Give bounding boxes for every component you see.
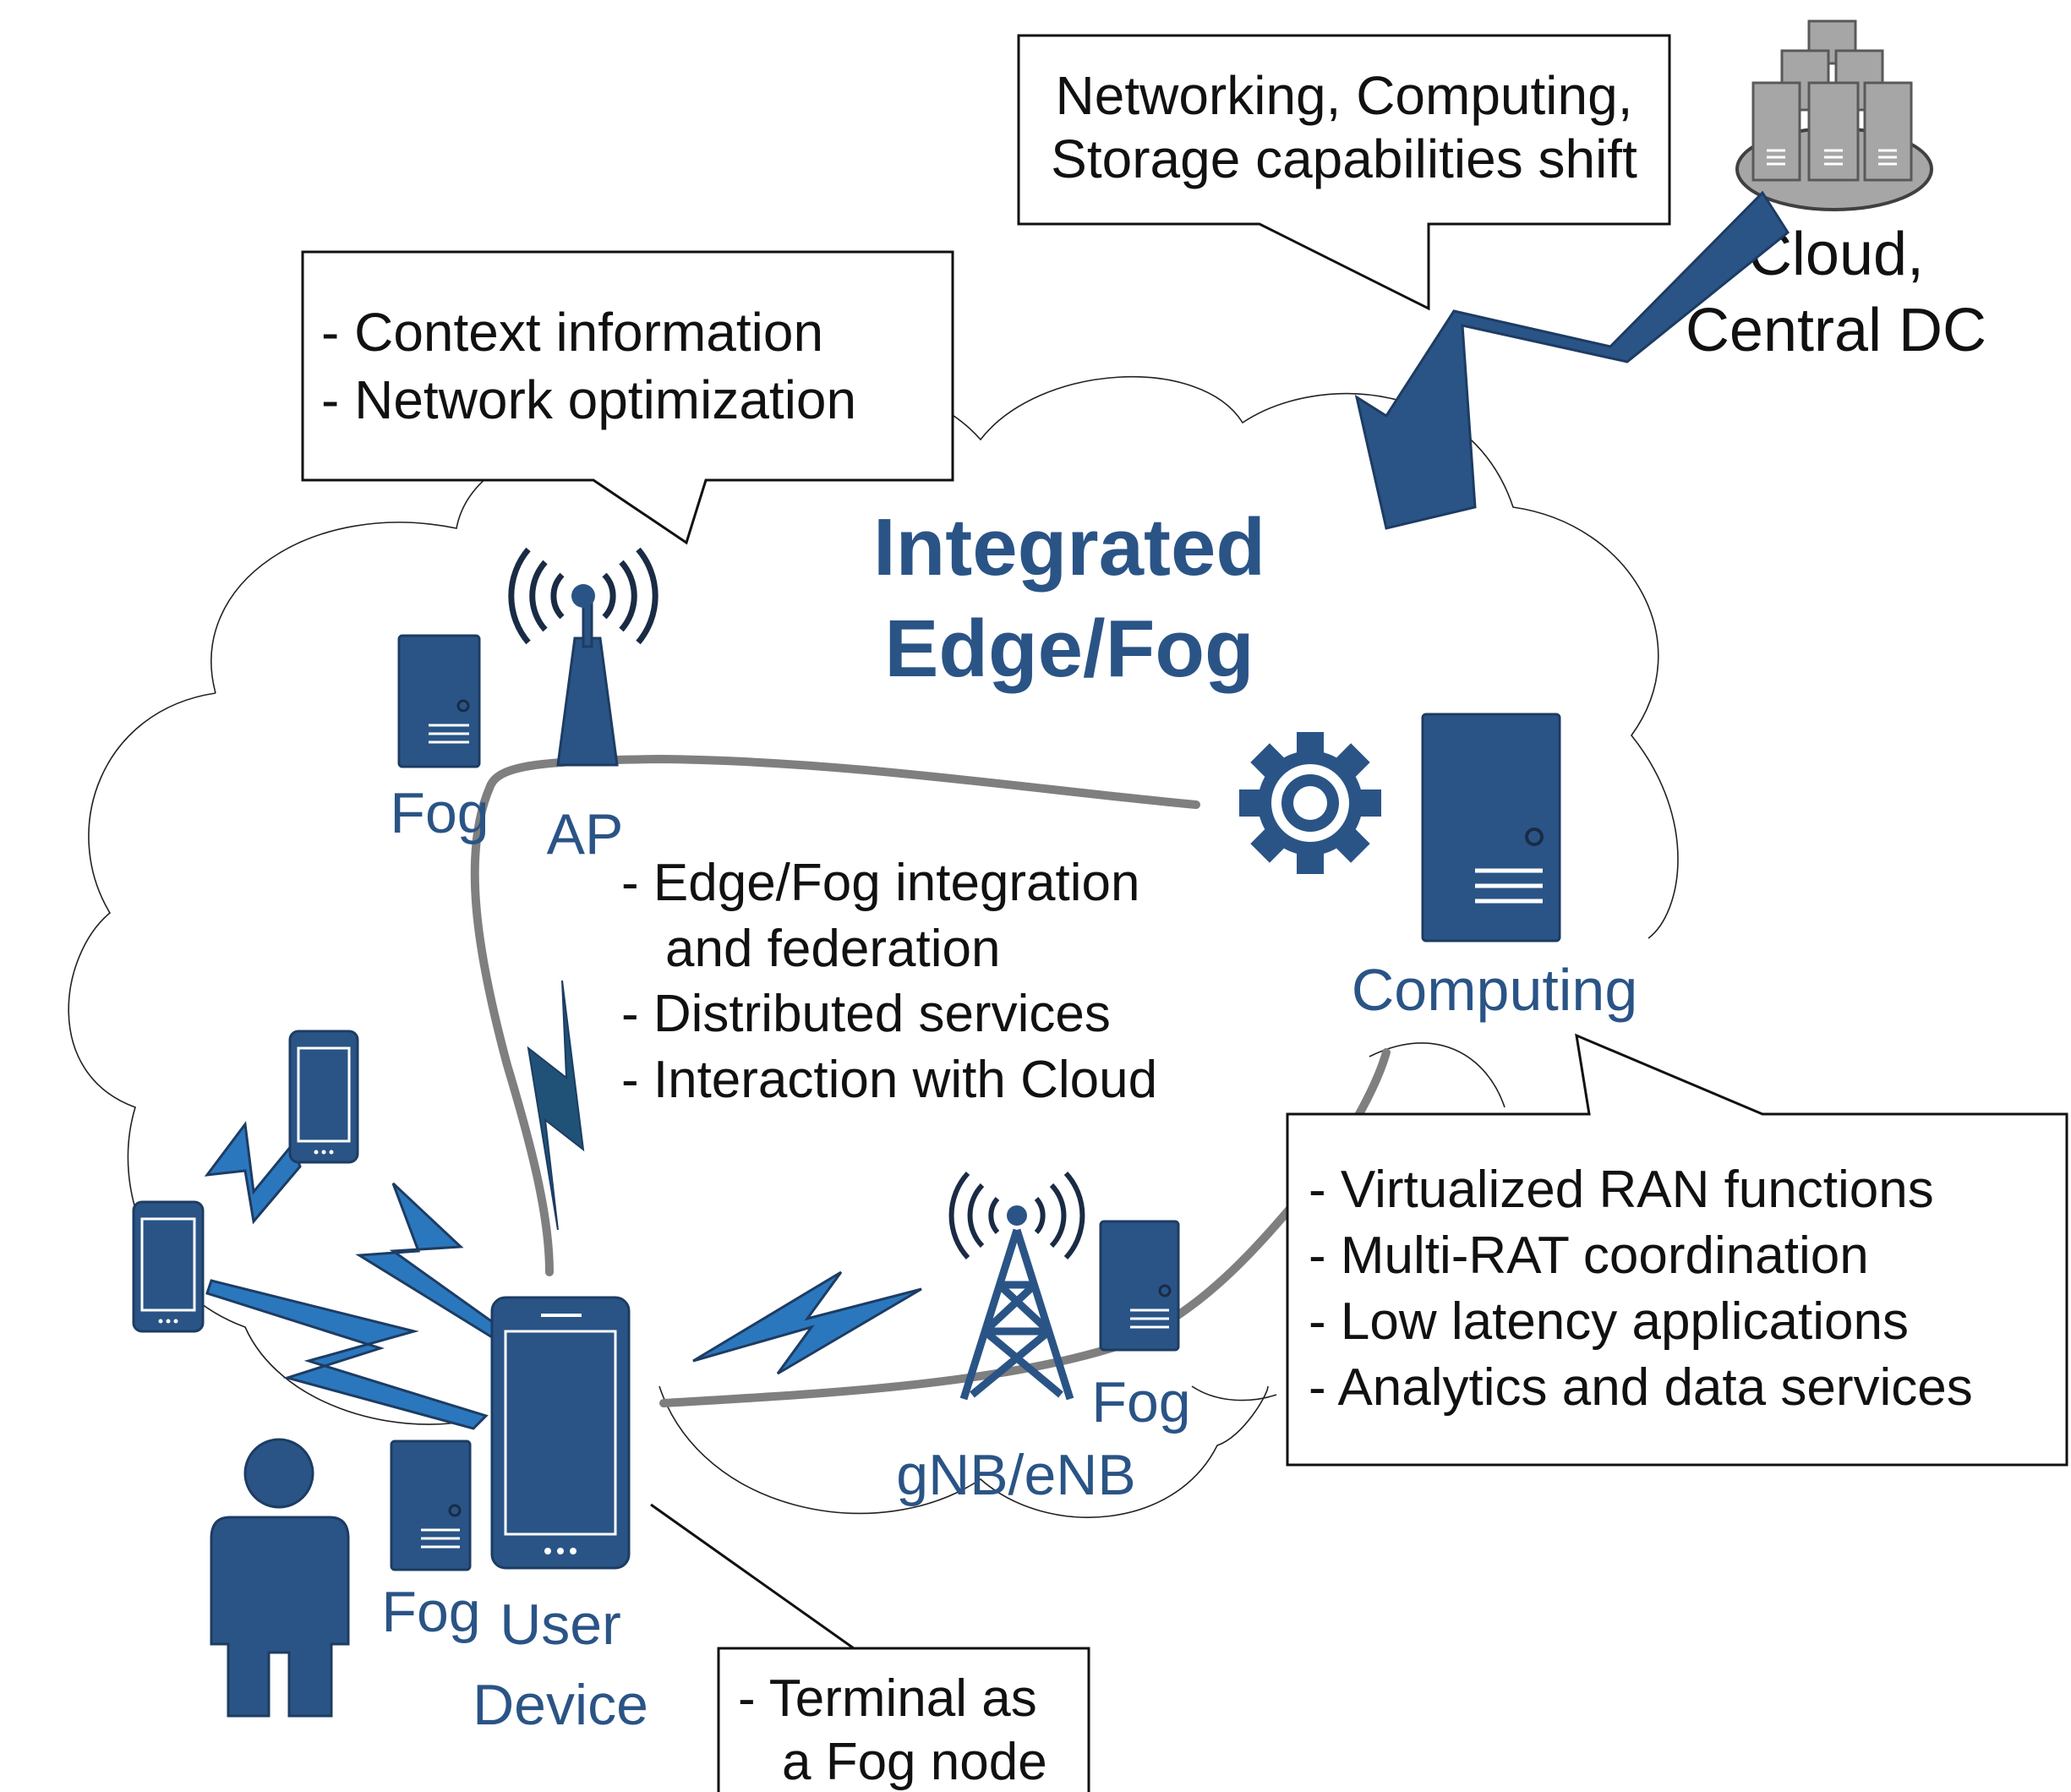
context-item-1: - Context information xyxy=(321,302,823,363)
lightning-bolt-icon xyxy=(204,1121,302,1225)
fog-gnb-label: Fog xyxy=(1091,1370,1190,1434)
capabilities-line-2: Storage capabilities shift xyxy=(1051,128,1637,189)
capabilities-callout: Networking, Computing, Storage capabilit… xyxy=(1017,34,1671,311)
smartphone-icon xyxy=(288,1030,359,1164)
terminal-item-1b: a Fog node xyxy=(782,1733,1047,1791)
terminal-item-1: - Terminal as xyxy=(738,1669,1037,1728)
integration-item-3: - Interaction with Cloud xyxy=(621,1051,1157,1109)
ran-item-4: - Analytics and data services xyxy=(1309,1358,1973,1417)
server-icon xyxy=(397,634,481,768)
cell-tower-icon xyxy=(948,1171,1085,1401)
integration-item-2: - Distributed services xyxy=(621,985,1111,1043)
ran-item-3: - Low latency applications xyxy=(1309,1292,1909,1351)
edge-fog-cloud xyxy=(68,375,1679,1518)
gnb-label: gNB/eNB xyxy=(896,1443,1135,1507)
context-callout: - Context information - Network optimiza… xyxy=(301,250,954,545)
lightning-bolt-icon xyxy=(692,1270,922,1375)
datacenter-icon xyxy=(1735,19,1933,211)
lightning-bolt-icon xyxy=(527,980,585,1231)
capabilities-line-1: Networking, Computing, xyxy=(1056,65,1633,126)
fog-user-label: Fog xyxy=(381,1580,480,1644)
smartphone-icon xyxy=(132,1200,205,1333)
central-dc-label: Central DC xyxy=(1686,297,1986,364)
terminal-callout: - Terminal as a Fog node xyxy=(650,1503,1090,1792)
person-icon xyxy=(210,1438,350,1718)
ap-label: AP xyxy=(547,802,624,866)
computing-label: Computing xyxy=(1352,957,1638,1023)
smartphone-icon xyxy=(490,1296,631,1570)
device-label: Device xyxy=(473,1673,648,1737)
ran-item-1: - Virtualized RAN functions xyxy=(1309,1161,1934,1219)
capability-shift-arrow xyxy=(1354,190,1790,530)
ran-callout: - Virtualized RAN functions - Multi-RAT … xyxy=(1286,1033,2068,1467)
antenna-icon xyxy=(508,547,658,767)
lightning-bolt-icon xyxy=(355,1182,514,1346)
integration-item-1b: and federation xyxy=(665,920,1000,978)
integration-list: - Edge/Fog integration and federation - … xyxy=(621,854,1157,1109)
fog-ap-label: Fog xyxy=(390,781,489,845)
ran-item-2: - Multi-RAT coordination xyxy=(1309,1227,1869,1285)
server-icon xyxy=(390,1440,472,1571)
integration-item-1: - Edge/Fog integration xyxy=(621,854,1140,912)
server-icon xyxy=(1099,1220,1180,1352)
diagram-title-line-1: Integrated xyxy=(873,502,1265,593)
gear-icon xyxy=(1239,732,1381,874)
user-label: User xyxy=(500,1593,621,1657)
lightning-bolt-icon xyxy=(205,1279,489,1430)
server-icon xyxy=(1421,713,1561,942)
context-item-2: - Network optimization xyxy=(321,369,856,430)
diagram-title-line-2: Edge/Fog xyxy=(884,604,1254,694)
edge-link-ap-computing xyxy=(470,754,1200,1276)
